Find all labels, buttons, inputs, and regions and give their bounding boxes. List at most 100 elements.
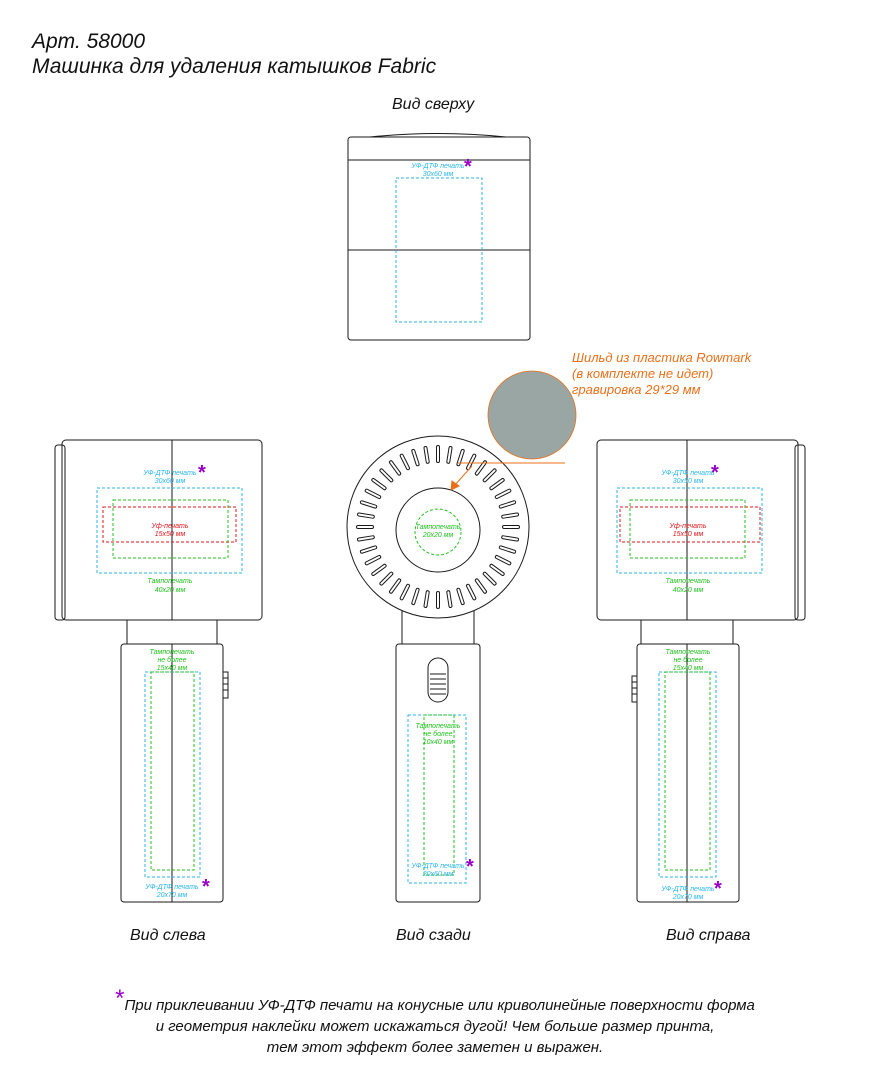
right-star-marker: * (711, 462, 719, 484)
vent-slot-inner (400, 584, 409, 600)
vent-slot-inner (475, 579, 486, 593)
vent-slot-inner (365, 556, 381, 565)
right-view-pad-area (629, 499, 746, 559)
vent-slot-inner (483, 572, 496, 585)
vent-slot-inner (390, 579, 401, 593)
back-handle-pad-size: 10х40 мм (423, 739, 454, 746)
left-handle-star-marker: * (202, 876, 210, 898)
back-view (346, 435, 530, 903)
right-view-uv-area (619, 506, 761, 543)
vent-slot-inner (495, 556, 511, 565)
left-pad-label: Тампопечать (148, 578, 193, 585)
left-view-dtf-area (96, 487, 243, 574)
plate-not-included-text: (в комплекте не идет) (572, 366, 713, 381)
left-star-marker: * (198, 462, 206, 484)
footnote-star: * (115, 985, 125, 1012)
vent-slot-inner (457, 449, 464, 466)
vent-slot-inner (365, 489, 381, 498)
left-view-pad-area (112, 499, 229, 559)
back-view-handle-dtf-area (407, 714, 467, 884)
vent-slot-inner (475, 461, 486, 475)
back-view-vent-slots (356, 445, 520, 609)
right-dtf-size: 30х50 мм (673, 478, 704, 485)
vent-slot-inner (467, 454, 476, 470)
back-handle-dtf-size: 20х60 мм (422, 871, 454, 878)
right-pad-size: 40х20 мм (673, 587, 704, 594)
right-view-cap-side (794, 444, 806, 621)
vent-slot-inner (447, 591, 452, 607)
top-view-cap-edge (369, 133, 507, 138)
footnote-line-3: тем этот эффект более заметен и выражен. (266, 1039, 604, 1056)
view-label-top: Вид сверху (392, 96, 475, 113)
right-handle-pad-size: 15х40 мм (673, 665, 704, 672)
top-view (347, 133, 531, 341)
left-uv-label: Уф-печать (150, 523, 188, 530)
right-pad-label: Тампопечать (666, 578, 711, 585)
vent-slot-inner (490, 564, 504, 575)
plate-engraving-text: гравировка 29*29 мм (572, 382, 701, 397)
plate-callout (450, 370, 577, 491)
top-view-dtf-area (395, 177, 483, 323)
left-handle-dtf-label: УФ-ДТФ печать (144, 884, 198, 891)
article-number: Арт. 58000 (32, 30, 146, 53)
right-view (596, 439, 806, 903)
vent-slot-inner (358, 536, 374, 541)
left-dtf-label: УФ-ДТФ печать (142, 470, 196, 477)
vent-slot-inner (358, 513, 374, 518)
left-view-handle-pad-area (150, 671, 195, 871)
right-handle-dtf-size: 20х70 мм (672, 894, 704, 901)
vent-slot-inner (499, 501, 516, 508)
right-dtf-label: УФ-ДТФ печать (660, 470, 714, 477)
back-handle-pad-limit: не более (423, 730, 452, 738)
vent-slot-inner (360, 501, 377, 508)
right-view-handle-dtf-area (658, 671, 717, 878)
back-view-inner-ring (395, 487, 481, 573)
back-handle-pad-label: Тампопечать (416, 723, 461, 730)
right-view-handle-pad-area (664, 671, 711, 871)
back-disc-pad-label: Тампопечать (416, 524, 461, 531)
left-handle-pad-size: 15х40 мм (157, 665, 188, 672)
vent-slot-inner (495, 489, 511, 498)
back-view-handle-pad-area (423, 714, 455, 876)
right-uv-size: 15х50 мм (673, 531, 704, 538)
left-view-neck (126, 619, 218, 645)
right-handle-pad-label: Тампопечать (666, 649, 711, 656)
vent-slot-inner (499, 546, 516, 553)
plate-material-text: Шильд из пластика Rowmark (572, 350, 753, 365)
view-label-left: Вид слева (130, 927, 206, 944)
top-dtf-size: 30х60 мм (423, 171, 454, 178)
top-view-body (347, 136, 531, 341)
vent-slot-inner (412, 588, 419, 605)
vent-slot-inner (400, 454, 409, 470)
right-handle-pad-limit: не более (673, 656, 702, 664)
vent-slot-inner (380, 572, 393, 585)
back-view-disc-pad-area (414, 508, 462, 556)
left-uv-size: 15х50 мм (155, 531, 186, 538)
vent-slot-inner (490, 479, 504, 490)
back-disc-pad-size: 20х20 мм (422, 532, 454, 539)
left-handle-dtf-size: 20х70 мм (156, 892, 188, 899)
back-handle-star-marker: * (466, 856, 474, 878)
right-uv-label: Уф-печать (668, 523, 706, 530)
left-view-cap-side (54, 444, 66, 621)
back-view-slider (427, 657, 449, 703)
vent-slot-inner (372, 479, 386, 490)
left-handle-pad-label: Тампопечать (150, 649, 195, 656)
back-view-handle (395, 643, 481, 903)
vent-slot-inner (372, 564, 386, 575)
left-view-uv-area (102, 506, 237, 543)
vent-slot-inner (457, 588, 464, 605)
plate-circle (487, 370, 577, 460)
plate-arrow-line (453, 465, 473, 487)
vent-slot-inner (467, 584, 476, 600)
footnote-line-1: При приклеивании УФ-ДТФ печати на конусн… (124, 997, 755, 1014)
product-title: Машинка для удаления катышков Fabric (32, 55, 437, 78)
left-view-switch (222, 671, 229, 699)
vent-slot-inner (447, 447, 452, 463)
left-handle-pad-limit: не более (157, 656, 186, 664)
right-handle-dtf-label: УФ-ДТФ печать (660, 886, 714, 893)
vent-slot-inner (502, 536, 518, 541)
plate-arrow-head (450, 480, 460, 491)
vent-slot-inner (380, 469, 393, 482)
top-dtf-label: УФ-ДТФ печать (410, 163, 464, 170)
